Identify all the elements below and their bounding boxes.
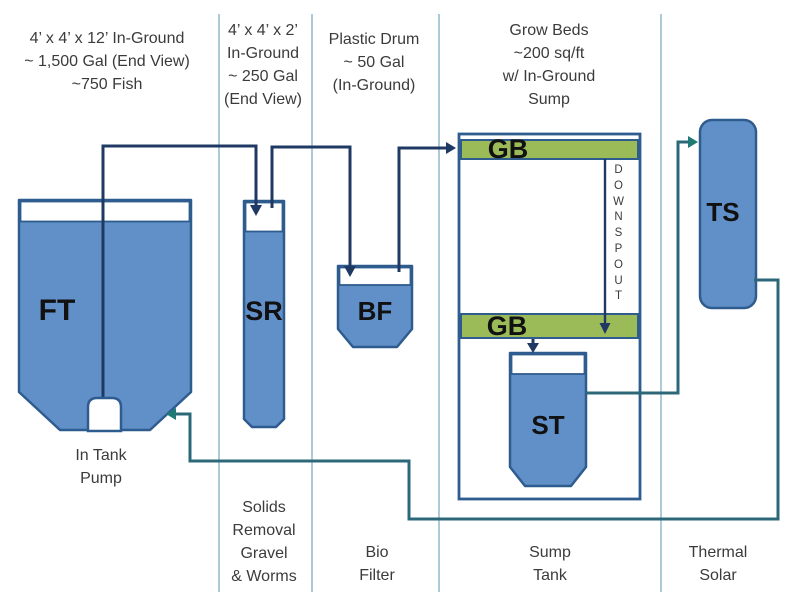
flow-arrow-icon xyxy=(250,205,262,216)
in-tank-pump-label: In Tank Pump xyxy=(75,447,127,487)
fish-tank-label: FT xyxy=(38,294,76,327)
thermal-solar-label: TS xyxy=(706,197,740,227)
bio-filter-label: BF xyxy=(357,296,393,326)
column-divider xyxy=(311,14,313,592)
flow-arrow-icon xyxy=(344,266,356,277)
fish-tank-header: 4’ x 4’ x 12’ In-Ground ~ 1,500 Gal (End… xyxy=(24,30,190,93)
flow-arrow-icon xyxy=(599,323,611,334)
in-tank-pump-shape xyxy=(86,396,123,433)
downspout-pipe xyxy=(599,159,611,334)
pipe-ft-to-sr xyxy=(101,144,262,404)
pipe-bf-to-gb xyxy=(397,142,456,272)
downspout-label: DOWNSPOUT xyxy=(613,164,624,303)
thermal-solar-shape xyxy=(698,118,758,310)
sump-tank-label: ST xyxy=(531,410,565,440)
sump-tank-shape xyxy=(508,351,588,488)
sump-tank-footer: Sump Tank xyxy=(529,544,571,584)
pipe-sr-to-bf xyxy=(270,145,356,277)
column-divider xyxy=(218,14,220,592)
flow-arrow-icon xyxy=(688,136,698,148)
grow-bed-top-label: GB xyxy=(487,134,529,164)
water-line-band xyxy=(510,353,586,375)
solids-removal-label: SR xyxy=(245,296,283,326)
bio-filter-footer: Bio Filter xyxy=(359,544,395,584)
water-line-band xyxy=(338,266,412,286)
pipe-ts-to-ft xyxy=(166,278,780,521)
column-divider xyxy=(660,14,662,592)
solids-removal-header: 4’ x 4’ x 2’ In-Ground ~ 250 Gal (End Vi… xyxy=(224,22,302,108)
solids-removal-tank-shape xyxy=(242,199,286,429)
pipe-st-to-ts xyxy=(586,136,698,395)
grow-bed-top-bar xyxy=(460,139,639,160)
thermal-solar-footer: Thermal Solar xyxy=(688,544,748,584)
flow-arrow-icon xyxy=(446,142,456,154)
bio-filter-header: Plastic Drum ~ 50 Gal (In-Ground) xyxy=(328,31,420,94)
solids-removal-footer: Solids Removal Gravel & Worms xyxy=(231,499,297,585)
flow-arrow-icon xyxy=(527,343,539,353)
pipe-gb-to-st xyxy=(527,339,539,353)
fish-tank-shape xyxy=(17,198,193,432)
flow-arrow-icon xyxy=(166,408,176,420)
bio-filter-shape xyxy=(336,264,414,349)
grow-bed-bottom-label: GB xyxy=(486,311,528,341)
water-line-band xyxy=(19,200,191,223)
column-divider xyxy=(438,14,440,592)
grow-beds-header: Grow Beds ~200 sq/ft w/ In-Ground Sump xyxy=(502,22,596,108)
